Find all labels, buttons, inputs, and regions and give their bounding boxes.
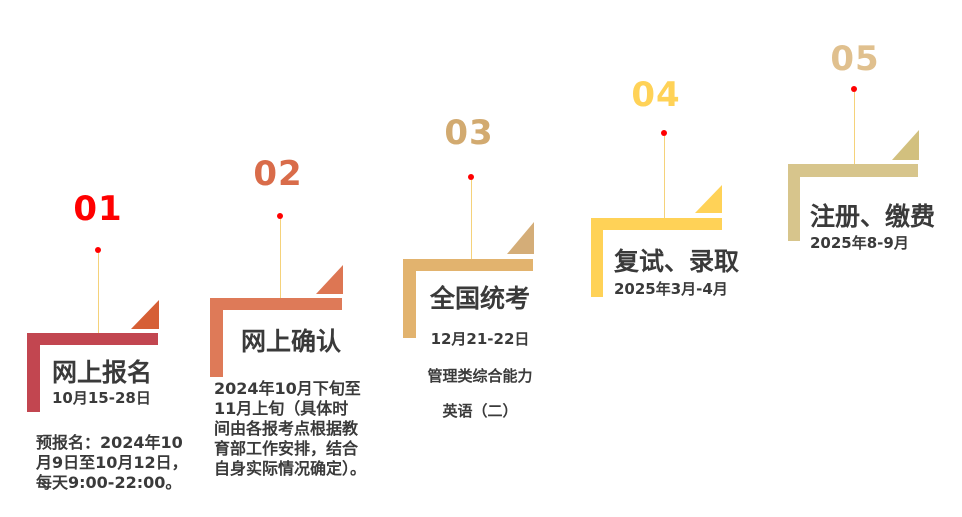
corner-triangle-icon (507, 222, 534, 254)
timeline-line (471, 180, 472, 259)
timeline-dot (468, 174, 474, 180)
bracket-top (591, 218, 722, 230)
bracket-side (591, 218, 603, 297)
step-date: 2025年8-9月 (810, 234, 909, 252)
step-title: 网上报名 (52, 358, 153, 387)
step-title: 全国统考 (429, 284, 530, 313)
corner-triangle-icon (695, 185, 722, 213)
step-number: 05 (830, 39, 880, 79)
step-title: 注册、缴费 (810, 202, 936, 231)
timeline-dot (95, 247, 101, 253)
timeline-dot (851, 86, 857, 92)
corner-triangle-icon (316, 265, 343, 294)
bracket-top (210, 298, 342, 310)
step-number: 04 (631, 75, 681, 115)
step-title: 网上确认 (241, 327, 342, 356)
step-title: 复试、录取 (614, 247, 740, 276)
bracket-side (788, 164, 800, 241)
exam-subject: 管理类综合能力 (427, 367, 533, 385)
step-description: 预报名：2024年10 月9日至10月12日， 每天9:00-22:00。 (36, 433, 188, 492)
step-date: 10月15-28日 (52, 389, 151, 407)
corner-triangle-icon (131, 300, 159, 329)
timeline-dot (661, 130, 667, 136)
bracket-side (403, 259, 416, 338)
bracket-top (788, 164, 918, 177)
corner-triangle-icon (892, 130, 919, 160)
step-number: 02 (253, 154, 303, 194)
timeline-line (664, 136, 665, 218)
step-date: 2025年3月-4月 (614, 280, 728, 298)
timeline-line (280, 219, 281, 298)
step-number: 01 (73, 189, 123, 229)
exam-subject: 英语（二） (442, 402, 518, 420)
bracket-top (27, 333, 158, 345)
step-number: 03 (444, 113, 494, 153)
bracket-side (210, 298, 223, 377)
timeline-line (98, 253, 99, 333)
bracket-side (27, 333, 40, 412)
timeline-line (854, 92, 855, 164)
step-date: 12月21-22日 (430, 330, 530, 348)
step-description: 2024年10月下旬至 11月上旬（具体时 间由各报考点根据教 育部工作安排，结… (214, 379, 367, 478)
bracket-top (403, 259, 533, 271)
timeline-dot (277, 213, 283, 219)
